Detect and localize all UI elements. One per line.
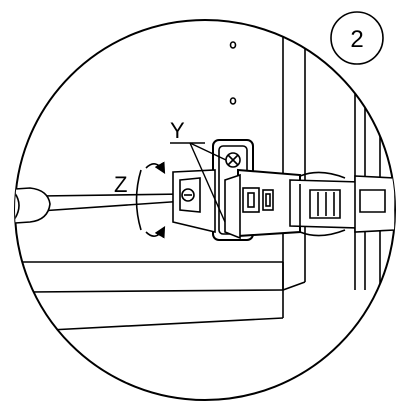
hinge-arm xyxy=(172,168,395,240)
label-y-leaders xyxy=(170,142,227,223)
step-badge-number: 2 xyxy=(350,26,363,53)
step-badge-circle xyxy=(330,11,384,65)
label-y: Y xyxy=(170,118,185,143)
screwdriver xyxy=(15,187,186,225)
rotation-arrows xyxy=(135,161,166,239)
label-z: Z xyxy=(114,172,127,197)
panel-holes xyxy=(229,41,237,105)
step-badge: 2 xyxy=(330,11,384,65)
shelf-board xyxy=(15,261,284,331)
